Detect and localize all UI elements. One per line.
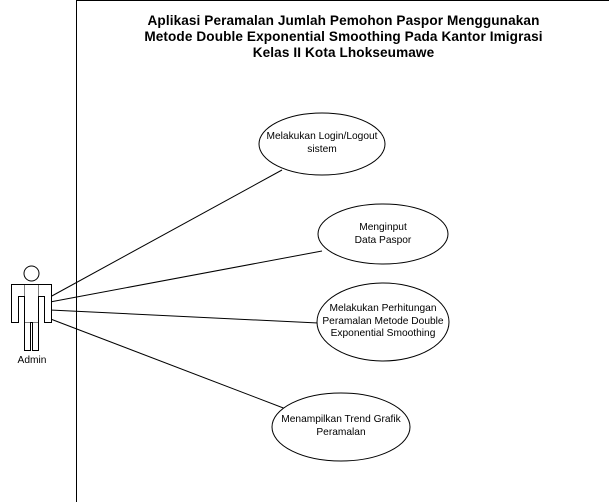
use-case-text-line: Peramalan	[316, 426, 366, 438]
use-case-text-line: Peramalan Metode Double	[322, 315, 444, 327]
association-login-logout	[49, 169, 283, 298]
use-case-text-line: Menginput	[359, 222, 407, 233]
system-title-line: Kelas II Kota Lhokseumawe	[252, 45, 435, 60]
use-case-perhitungan-peramalan[interactable]	[316, 282, 450, 362]
actor-torso	[24, 284, 39, 323]
actor-right-leg	[32, 322, 39, 351]
actor-right-arm	[38, 284, 52, 323]
stick-figure-actor-icon[interactable]	[11, 265, 52, 351]
use-case-text-line: Exponential Smoothing	[330, 328, 436, 339]
system-title-line: Aplikasi Peramalan Jumlah Pemohon Paspor…	[147, 13, 540, 28]
system-boundary-title: Aplikasi Peramalan Jumlah Pemohon Paspor…	[78, 13, 609, 61]
actor-left-leg	[24, 322, 31, 351]
actor-left-arm	[11, 284, 25, 323]
association-input-data-paspor	[49, 250, 323, 303]
use-case-trend-grafik[interactable]	[271, 392, 411, 462]
use-case-label-perhitungan-peramalan: Melakukan Perhitungan Peramalan Metode D…	[317, 303, 449, 341]
use-case-label-input-data-paspor: Menginput Data Paspor	[318, 222, 448, 247]
use-case-text-line: Menampilkan Trend Grafik	[281, 414, 401, 425]
use-case-label-trend-grafik: Menampilkan Trend Grafik Peramalan	[272, 414, 410, 439]
association-trend-grafik	[47, 317, 287, 410]
association-perhitungan-peramalan	[49, 309, 319, 324]
actor-label: Admin	[17, 355, 47, 366]
use-case-text-line: Melakukan Perhitungan	[329, 303, 437, 314]
use-case-text-line: sistem	[307, 143, 337, 155]
use-case-label-login-logout: Melakukan Login/Logout sistem	[259, 131, 385, 156]
use-case-input-data-paspor[interactable]	[317, 203, 449, 265]
system-title-line: Metode Double Exponential Smoothing Pada…	[144, 29, 543, 44]
use-case-text-line: Melakukan Login/Logout	[266, 131, 378, 142]
actor-head	[23, 265, 40, 282]
use-case-text-line: Data Paspor	[354, 234, 412, 246]
use-case-login-logout[interactable]	[258, 112, 386, 176]
